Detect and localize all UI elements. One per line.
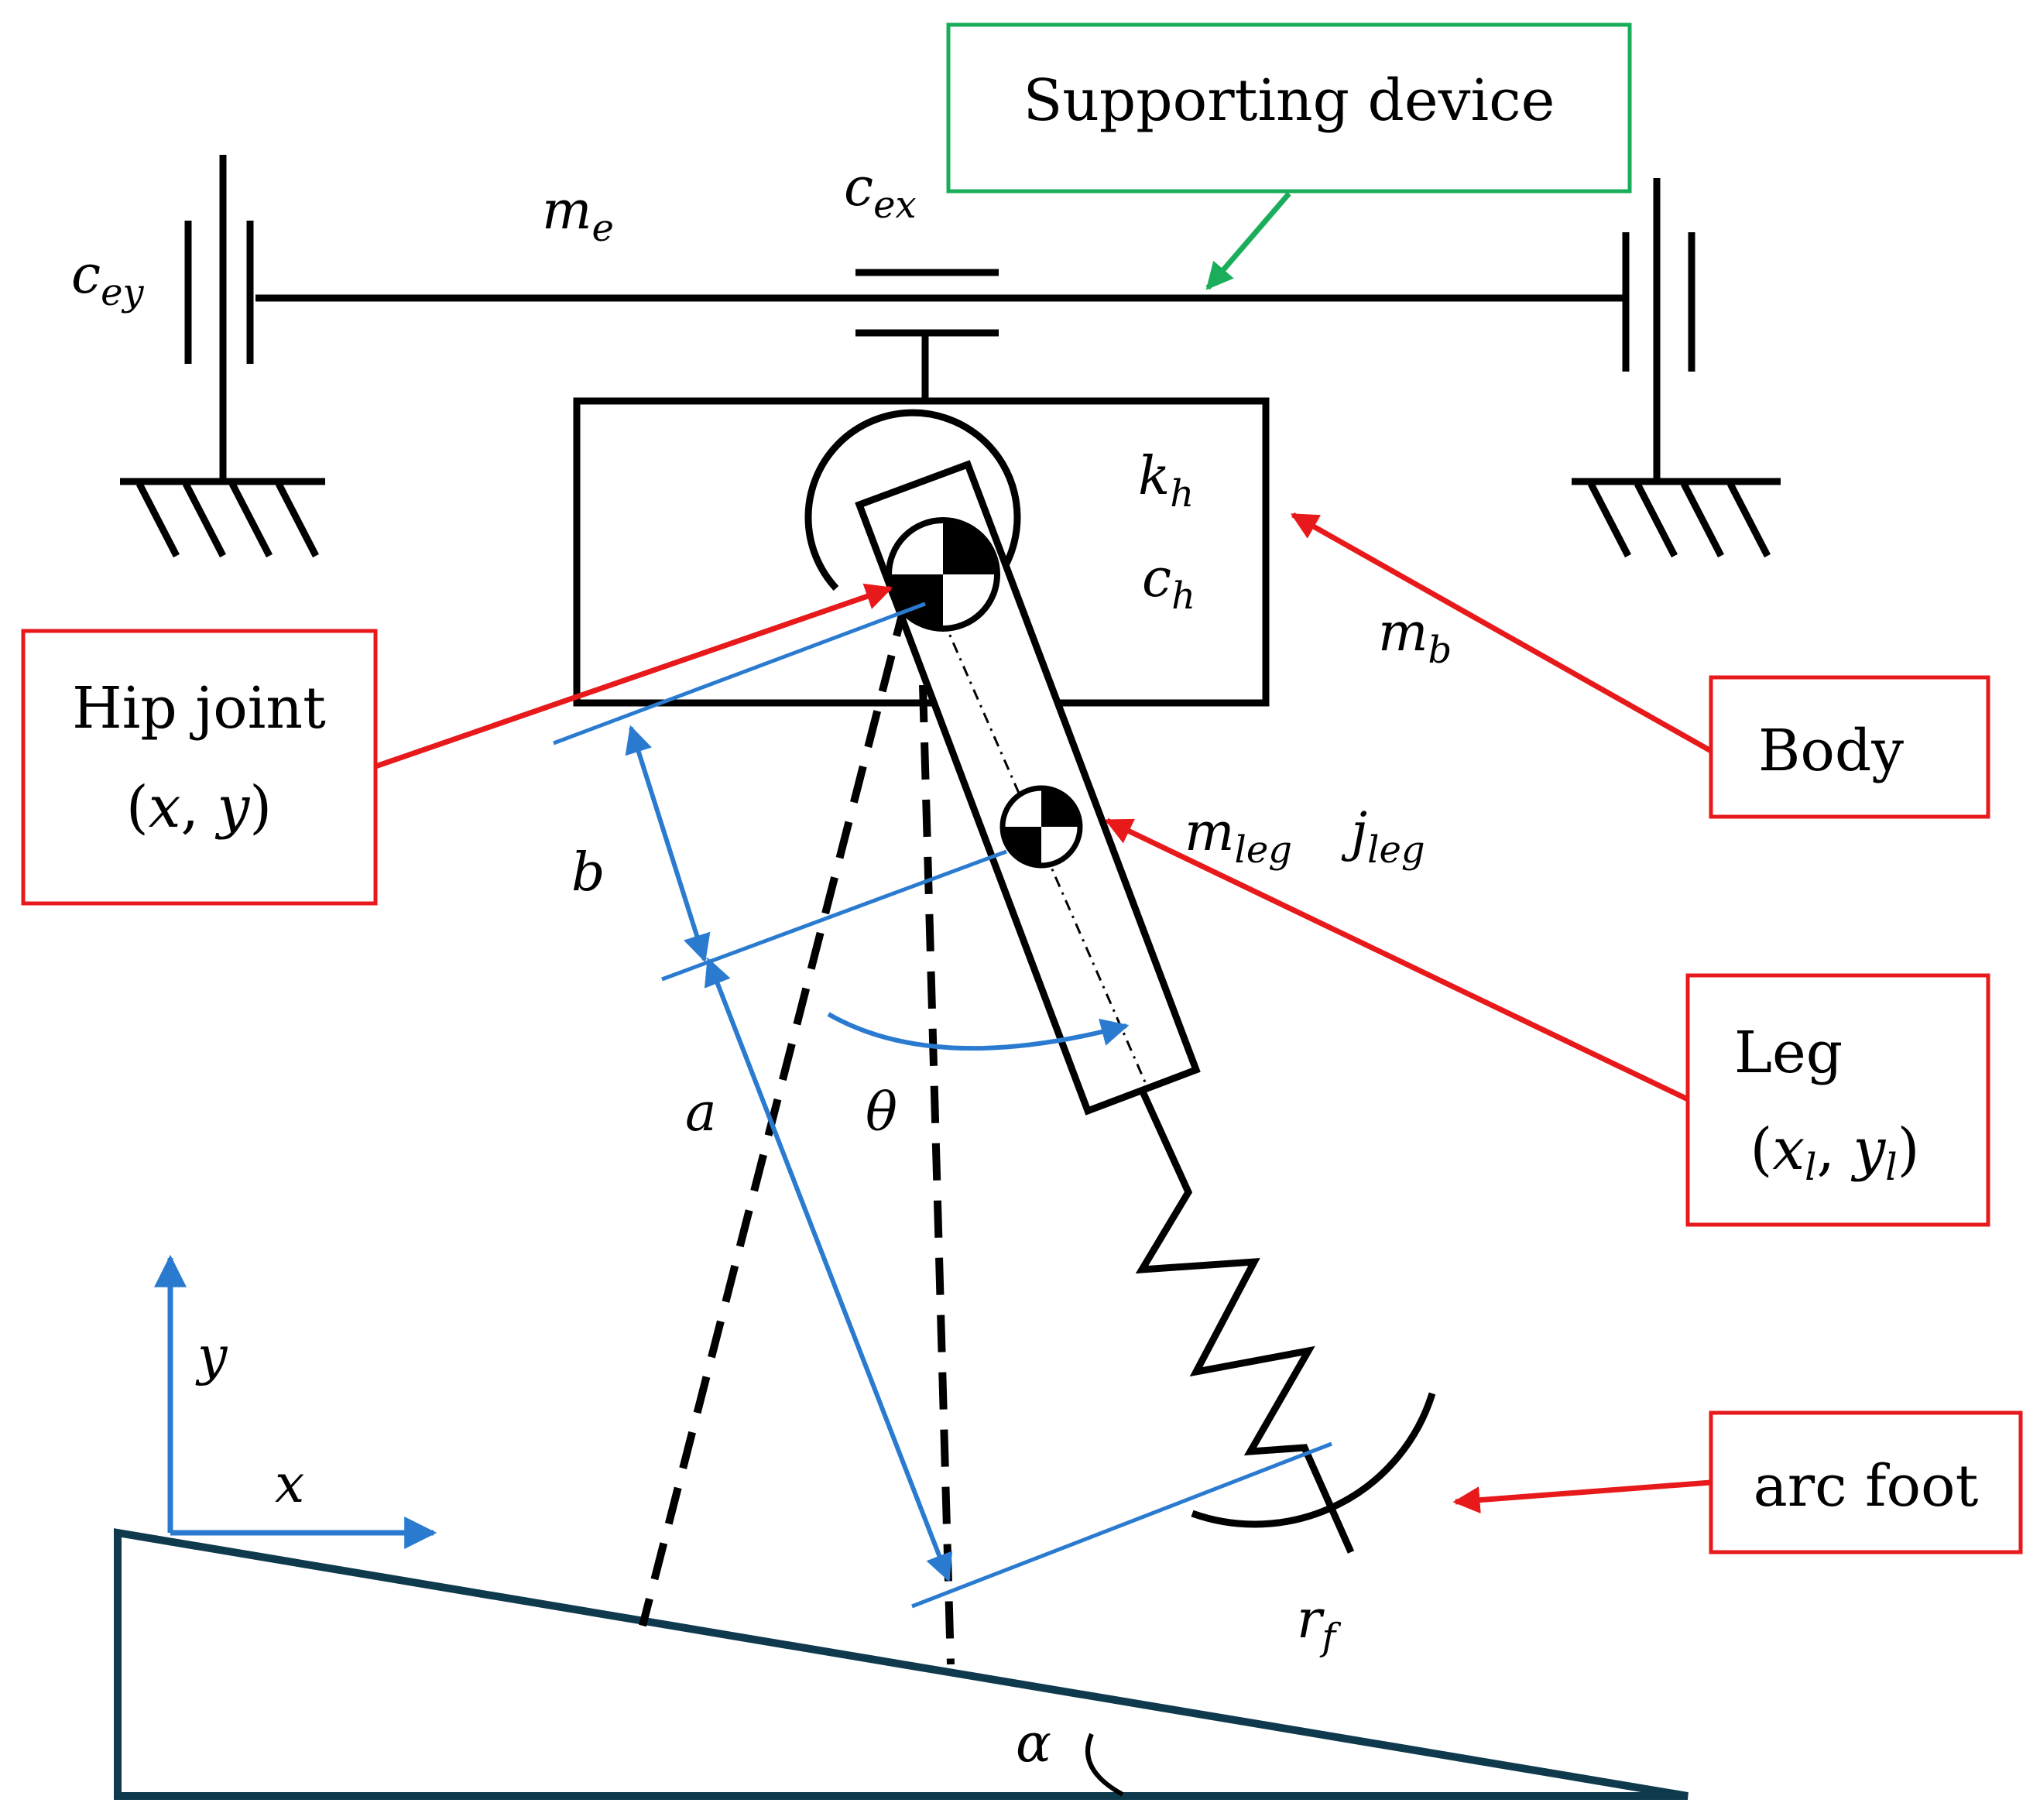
callout-supporting-device: Supporting device: [946, 22, 1632, 194]
body-arrow: [1290, 512, 1713, 754]
leg-label: Leg: [1734, 1020, 1843, 1086]
label-m-e: me: [542, 180, 614, 250]
hip-joint-arrow: [374, 583, 893, 769]
theta-arrow: [827, 1012, 1130, 1051]
leg-centerline: [941, 619, 1147, 1085]
label-c-ex: cex: [844, 157, 917, 227]
leg-spring: [1135, 1088, 1355, 1554]
label-c-h: ch: [1142, 548, 1195, 618]
leg-arrow: [1104, 817, 1689, 1102]
label-m-b: mb: [1378, 602, 1452, 672]
dim-b: [625, 725, 711, 963]
right-ground: [1572, 478, 1781, 558]
label-k-h: kh: [1138, 446, 1194, 516]
callout-leg: Leg (xl, yl): [1685, 973, 1990, 1227]
coordinate-axes: [154, 1254, 437, 1549]
callout-arc-foot: arc foot: [1709, 1410, 2023, 1554]
dashed-line-theta: [919, 684, 955, 1665]
arc-foot-label: arc foot: [1754, 1453, 1979, 1520]
label-alpha: α: [1016, 1713, 1051, 1774]
body-label: Body: [1758, 718, 1904, 784]
supporting-device: [184, 155, 1695, 480]
hip-joint-com-marker: [886, 517, 1000, 632]
hip-joint-coords: (x, y): [126, 774, 272, 841]
dim-ext-hip: [553, 602, 926, 745]
symbol-labels: cey me cex kh ch mb mleg jleg b a θ rf α…: [71, 157, 1452, 1774]
label-theta: θ: [866, 1082, 897, 1143]
label-r-f: rf: [1297, 1589, 1342, 1659]
dim-a: [704, 957, 953, 1582]
label-j-leg: jleg: [1341, 802, 1425, 872]
hip-joint-label: Hip joint: [72, 675, 326, 742]
slope-angle-arc: [1085, 1733, 1124, 1797]
arc-foot-arrow: [1452, 1479, 1712, 1514]
callout-body: Body: [1709, 675, 1990, 819]
label-b: b: [571, 842, 605, 903]
callout-hip-joint: Hip joint (x, y): [21, 629, 378, 906]
hip-spring-arc: [804, 409, 1021, 591]
label-c-ey: cey: [71, 245, 145, 314]
supporting-device-arrow: [1205, 191, 1291, 290]
left-ground: [120, 478, 325, 558]
leg-com-marker: [999, 785, 1083, 869]
supporting-device-label: Supporting device: [1023, 67, 1555, 134]
dim-ext-leg-com: [661, 849, 1007, 982]
slope-ground: [114, 1528, 1689, 1800]
dimensions: [553, 602, 1332, 1609]
dim-ext-foot: [911, 1441, 1332, 1609]
label-a: a: [685, 1082, 717, 1143]
label-axis-x: x: [275, 1454, 304, 1515]
arc-foot: [1191, 1392, 1436, 1528]
label-m-leg: mleg: [1185, 802, 1292, 872]
callout-arrows: [374, 191, 1713, 1514]
label-axis-y: y: [195, 1326, 228, 1387]
leg-coords: (xl, yl): [1750, 1116, 1919, 1189]
